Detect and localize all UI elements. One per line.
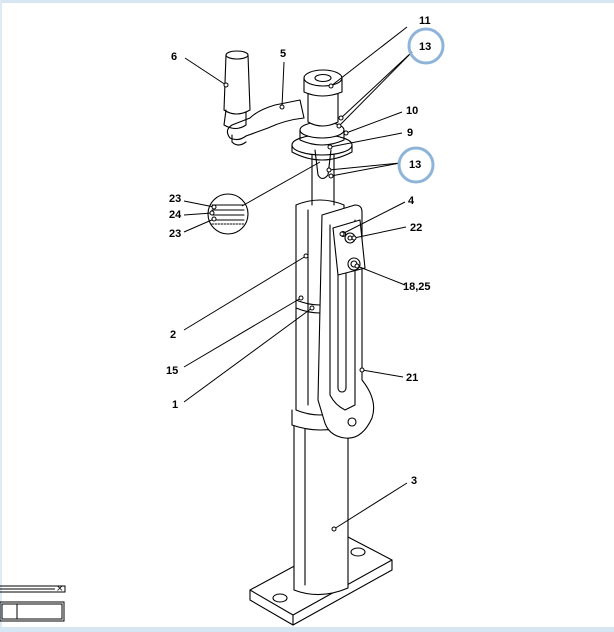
highlight-ring-13-middle <box>397 146 435 184</box>
callout-13-middle: 13 <box>409 159 421 171</box>
head-assembly <box>291 69 353 180</box>
callout-22: 22 <box>410 222 422 234</box>
callout-6: 6 <box>171 51 177 63</box>
highlight-ring-13-top <box>407 27 445 65</box>
callout-1: 1 <box>172 399 178 411</box>
handle <box>223 50 251 130</box>
callout-15: 15 <box>166 365 178 377</box>
callout-9: 9 <box>407 127 413 139</box>
leader-lines <box>183 26 413 530</box>
detail-view <box>207 193 249 235</box>
callout-23-bottom: 23 <box>169 228 181 240</box>
callout-4: 4 <box>408 195 415 207</box>
callout-24: 24 <box>169 209 182 221</box>
top-border <box>0 0 614 3</box>
callout-3: 3 <box>411 475 417 487</box>
callout-2: 2 <box>170 329 176 341</box>
callout-5: 5 <box>280 48 286 60</box>
callout-13-top: 13 <box>419 41 431 53</box>
callout-18-25: 18,25 <box>403 281 431 293</box>
left-border <box>0 0 2 632</box>
callout-23-top: 23 <box>169 193 181 205</box>
callout-21: 21 <box>406 372 418 384</box>
crank-arm <box>226 99 305 146</box>
leader-dots <box>209 82 365 532</box>
callout-11: 11 <box>419 15 431 27</box>
mini-window[interactable] <box>0 584 66 624</box>
mini-window-close-icon[interactable]: × <box>56 584 64 594</box>
outer-tube <box>293 414 349 596</box>
callout-10: 10 <box>406 105 418 117</box>
bottom-border <box>0 627 614 632</box>
